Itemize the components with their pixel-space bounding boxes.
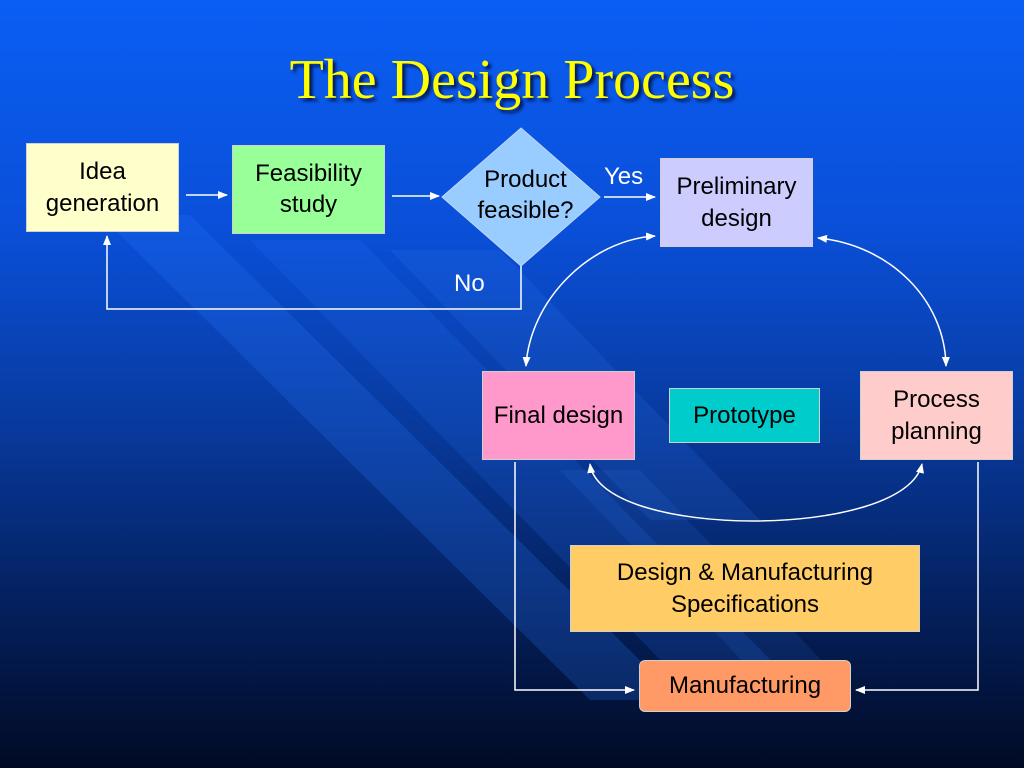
idea-generation-label: Idea generation bbox=[45, 158, 160, 217]
arc-final-process bbox=[587, 463, 924, 522]
decision-label: Product feasible? bbox=[477, 165, 574, 224]
arc-preliminary-process bbox=[817, 234, 950, 367]
preliminary-design-box: Preliminary design bbox=[660, 158, 813, 247]
no-label: No bbox=[454, 270, 485, 297]
process-planning-box: Process planning bbox=[860, 371, 1013, 460]
preliminary-design-label: Preliminary design bbox=[676, 173, 797, 232]
process-planning-label: Process planning bbox=[891, 386, 982, 445]
final-design-box: Final design bbox=[482, 371, 635, 460]
idea-generation-box: Idea generation bbox=[26, 143, 179, 232]
manufacturing-box: Manufacturing bbox=[639, 660, 851, 712]
specifications-box: Design & Manufacturing Specifications bbox=[570, 545, 920, 632]
final-design-label: Final design bbox=[493, 401, 624, 429]
arc-preliminary-final bbox=[522, 232, 656, 367]
yes-label: Yes bbox=[604, 163, 644, 190]
feasibility-study-label: Feasibility study bbox=[255, 160, 362, 219]
prototype-label: Prototype bbox=[693, 401, 796, 429]
specifications-label: Design & Manufacturing Specifications bbox=[616, 559, 874, 618]
arrow-final-to-manufacturing bbox=[514, 462, 635, 694]
prototype-box: Prototype bbox=[669, 388, 820, 443]
page-title: The Design Process bbox=[289, 49, 735, 111]
arrow-no-to-idea bbox=[103, 235, 522, 310]
feasibility-study-box: Feasibility study bbox=[232, 145, 385, 234]
arrow-process-to-manufacturing bbox=[855, 462, 979, 694]
manufacturing-label: Manufacturing bbox=[668, 672, 822, 700]
